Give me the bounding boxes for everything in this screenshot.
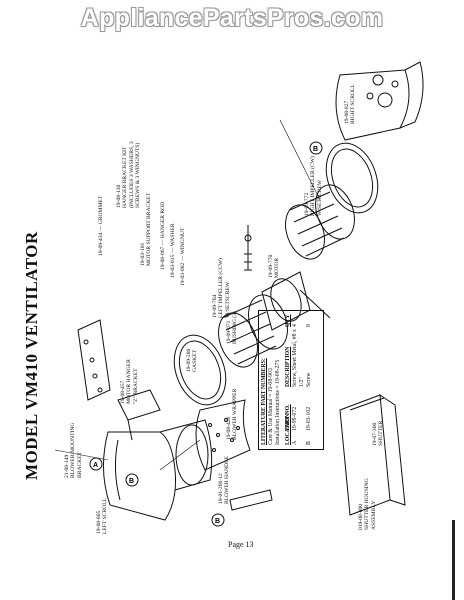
callout-b-label: B	[129, 478, 134, 485]
right-scroll-drawing	[335, 61, 424, 141]
motor-drawing	[261, 271, 331, 331]
callout-b-label: B	[313, 146, 318, 153]
shutter-housing-drawing	[339, 394, 406, 516]
gasket-drawing	[173, 334, 227, 406]
callout-b-1	[125, 473, 139, 487]
callout-b-2	[211, 513, 225, 527]
motor-hanger-drawing	[117, 389, 161, 441]
blower-wrapper-drawing	[195, 399, 251, 471]
callout-a-label: A	[93, 462, 98, 469]
callout-b-3	[309, 141, 323, 155]
hanger-rod-drawing	[244, 225, 252, 271]
blower-handle-drawing	[229, 489, 273, 511]
scan-edge	[452, 520, 455, 600]
left-scroll-drawing	[102, 419, 213, 521]
mounting-bracket-drawing	[77, 319, 111, 401]
callout-b-label: B	[215, 518, 220, 525]
page-number: Page 13	[228, 540, 254, 549]
watermark: AppliancePartsPros.com	[80, 4, 384, 32]
left-impeller-drawing	[218, 294, 288, 368]
callout-a	[89, 457, 103, 471]
